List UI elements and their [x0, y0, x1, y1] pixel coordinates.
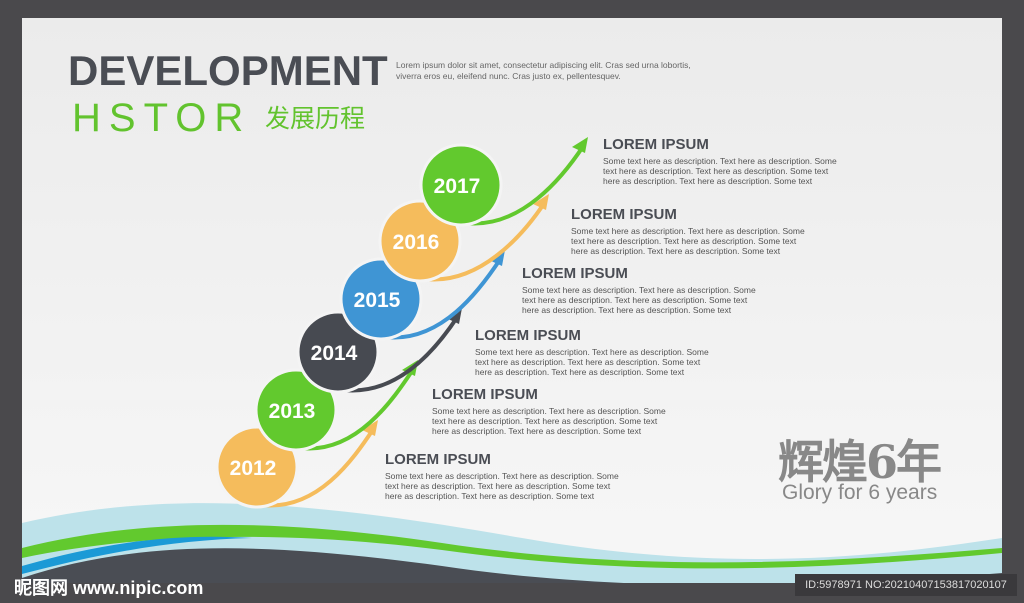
year-label: 2017	[434, 175, 481, 198]
step-description-line: Some text here as description. Text here…	[432, 406, 666, 416]
timeline-step-2016: 2016	[378, 194, 549, 283]
badge-cn: 辉煌6年	[778, 435, 942, 489]
step-description-line: text here as description. Text here as d…	[432, 416, 658, 426]
year-label: 2014	[311, 342, 358, 365]
year-circle	[215, 425, 299, 509]
step-description-line: here as description. Text here as descri…	[385, 491, 595, 501]
infographic-canvas	[22, 18, 1002, 583]
timeline-step-2013: 2013	[254, 360, 418, 452]
step-heading: LOREM IPSUM	[385, 451, 491, 468]
step-description-line: Some text here as description. Text here…	[522, 285, 756, 295]
step-description-line: here as description. Text here as descri…	[571, 246, 781, 256]
step-description-line: Some text here as description. Text here…	[603, 156, 837, 166]
step-heading: LOREM IPSUM	[603, 136, 709, 153]
arrow-curve	[424, 200, 547, 282]
step-description-line: text here as description. Text here as d…	[603, 166, 829, 176]
intro-text: Lorem ipsum dolor sit amet, consectetur …	[396, 60, 691, 81]
step-description-line: text here as description. Text here as d…	[385, 481, 611, 491]
timeline-step-2015: 2015	[339, 250, 505, 341]
year-circle	[378, 199, 462, 283]
arrow-head-icon	[572, 137, 588, 153]
arrow-curve	[342, 314, 460, 393]
step-description-line: Some text here as description. Text here…	[475, 347, 709, 357]
step-description-line: text here as description. Text here as d…	[475, 357, 701, 367]
page-subtitle: HSTOR	[72, 96, 252, 140]
year-label: 2015	[354, 289, 401, 312]
year-label: 2012	[230, 457, 277, 480]
step-description-line: here as description. Text here as descri…	[603, 176, 813, 186]
timeline-step-2017: 2017	[419, 137, 588, 227]
badge-en: Glory for 6 years	[782, 481, 938, 504]
arrow-curve	[465, 143, 586, 226]
step-description-line: here as description. Text here as descri…	[522, 305, 732, 315]
page-title: DEVELOPMENT	[68, 47, 388, 94]
step-heading: LOREM IPSUM	[571, 206, 677, 223]
step-heading: LOREM IPSUM	[432, 386, 538, 403]
year-label: 2016	[393, 231, 440, 254]
step-heading: LOREM IPSUM	[522, 265, 628, 282]
arrow-curve	[300, 366, 416, 451]
wave-decoration	[22, 503, 1002, 583]
step-description-line: text here as description. Text here as d…	[522, 295, 748, 305]
year-circle	[419, 143, 503, 227]
year-label: 2013	[269, 400, 316, 423]
watermark-id: ID:5978971 NO:20210407153817020107	[795, 574, 1017, 596]
year-circle	[339, 257, 423, 341]
step-description-line: here as description. Text here as descri…	[432, 426, 642, 436]
year-circle	[254, 368, 338, 452]
arrow-head-icon	[362, 420, 378, 436]
arrow-head-icon	[533, 194, 549, 210]
step-heading: LOREM IPSUM	[475, 327, 581, 344]
arrow-curve	[261, 426, 376, 508]
page-subtitle-cn: 发展历程	[265, 105, 366, 133]
step-description-line: text here as description. Text here as d…	[571, 236, 797, 246]
step-description-line: here as description. Text here as descri…	[475, 367, 685, 377]
watermark-site: 昵图网 www.nipic.com	[14, 578, 204, 598]
timeline-step-2012: 2012	[215, 420, 378, 509]
step-description-line: Some text here as description. Text here…	[571, 226, 805, 236]
arrow-curve	[385, 256, 503, 340]
step-description-line: Some text here as description. Text here…	[385, 471, 619, 481]
